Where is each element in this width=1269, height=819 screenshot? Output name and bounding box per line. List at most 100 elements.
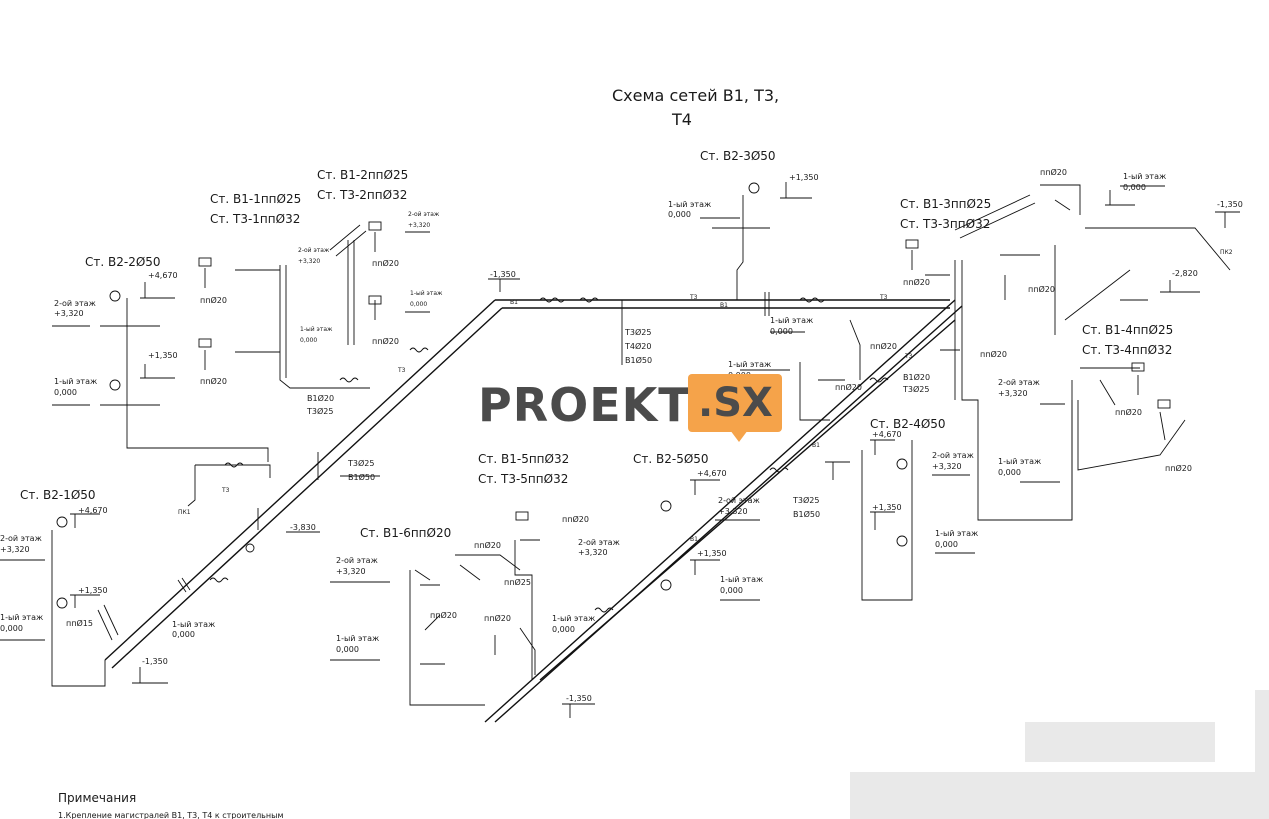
riser-b2-1: Ст. В2-1Ø50 [20, 488, 96, 502]
level-b2-1-floor2: 2-ой этаж [0, 534, 42, 543]
level-b2-5-p4670: +4,670 [697, 469, 727, 478]
riser-t3-5: Ст. Т3-5ппØ32 [478, 472, 568, 486]
level-r5-floor1: 1-ый этаж [552, 614, 595, 623]
pipe-t4-20-a: Т4Ø20 [624, 341, 651, 351]
level-trunk-m1350: -1,350 [490, 270, 516, 279]
level-b2-2-zero: 0,000 [54, 388, 77, 397]
branch-b2-3 [700, 182, 812, 300]
point-pk1: ПК1 [178, 509, 191, 516]
blurred-stamp-top [1025, 722, 1215, 762]
level-marks-r2 [405, 231, 430, 313]
level-b2-1-floor1: 1-ый этаж [0, 613, 43, 622]
level-c2-floor1: 1-ый этаж [728, 360, 771, 369]
level-tr-zero: 0,000 [1123, 183, 1146, 192]
riser-b2-5-graphic [660, 479, 760, 601]
level-c-floor1: 1-ый этаж [770, 316, 813, 325]
pipe-t3-25-mid: Т3Ø25 [347, 458, 374, 468]
level-m3830: -3,830 [290, 523, 316, 532]
level-b2-4-zero: 0,000 [935, 540, 958, 549]
level-b2-2-floor1: 1-ый этаж [54, 377, 97, 386]
tag-t3-a: Т3 [689, 294, 698, 301]
pipe-pp20-r5b: ппØ20 [474, 540, 501, 550]
level-r4-zero: 0,000 [998, 468, 1021, 477]
level-b2-1-floor1b: 1-ый этаж [172, 620, 215, 629]
pipe-pp20-r1b: ппØ20 [200, 376, 227, 386]
level-b2-4-p4670: +4,670 [872, 430, 902, 439]
center-fixtures [740, 319, 960, 421]
riser-b1-5: Ст. В1-5ппØ32 [478, 452, 569, 466]
level-c-zero: 0,000 [770, 327, 793, 336]
tag-b1-b: В1 [720, 302, 728, 309]
level-r1-zero: 0,000 [300, 337, 317, 344]
top-right-fixtures [1040, 184, 1240, 335]
point-pk2: ПК2 [1220, 249, 1233, 256]
notes-line1: 1.Крепление магистралей В1, Т3, Т4 к стр… [58, 811, 283, 819]
level-r4-p3320: +3,320 [998, 389, 1028, 398]
level-b2-4-p1350: +1,350 [872, 503, 902, 512]
tag-b1-c: В1 [690, 536, 698, 543]
watermark-badge-tip [730, 430, 748, 442]
riser-b1-1: Ст. В1-1ппØ25 [210, 192, 301, 206]
level-b2-4-floor1: 1-ый этаж [935, 529, 978, 538]
level-b2-5-zero: 0,000 [720, 586, 743, 595]
pipe-b1-50-mid: В1Ø50 [348, 472, 375, 482]
tag-t3-d: Т3 [221, 487, 230, 494]
riser-group-2 [329, 221, 382, 345]
level-b2-5-p1350: +1,350 [697, 549, 727, 558]
level-b2-3-p1350: +1,350 [789, 173, 819, 182]
level-r6-floor1: 1-ый этаж [336, 634, 379, 643]
pipe-pp20-c1: ппØ20 [835, 382, 862, 392]
riser-group-4 [1020, 362, 1186, 520]
pipe-pp20-r2b: ппØ20 [372, 336, 399, 346]
level-tr-floor1: 1-ый этаж [1123, 172, 1166, 181]
pipe-pp20-r4b: ппØ20 [1165, 463, 1192, 473]
level-r6-zero: 0,000 [336, 645, 359, 654]
scheme-title-line2: Т4 [671, 110, 692, 129]
level-b2-1-zerob: 0,000 [172, 630, 195, 639]
tag-t3-e: Т3 [904, 353, 913, 360]
pipe-pp15: ппØ15 [66, 618, 93, 628]
level-r1-floor2: 2-ой этаж [298, 247, 330, 254]
level-b2-2-floor2: 2-ой этаж [54, 299, 96, 308]
level-r2-floor2: 2-ой этаж [408, 211, 440, 218]
level-b2-3-zero: 0,000 [668, 210, 691, 219]
riser-group-6 [330, 569, 485, 706]
pipe-pp20-r4a: ппØ20 [1115, 407, 1142, 417]
pipe-pp20-r2a: ппØ20 [372, 258, 399, 268]
level-b2-1-zero: 0,000 [0, 624, 23, 633]
level-mark-center [562, 703, 595, 718]
level-b2-5-floor1: 1-ый этаж [720, 575, 763, 584]
branch-pk1 [187, 452, 380, 553]
main-trunk-center [484, 299, 963, 723]
level-r6-p3320: +3,320 [336, 567, 366, 576]
pipe-t3-25-r1: Т3Ø25 [306, 406, 333, 416]
riser-b2-4: Ст. В2-4Ø50 [870, 417, 946, 431]
level-r2-floor1: 1-ый этаж [410, 290, 443, 297]
riser-t3-1: Ст. Т3-1ппØ32 [210, 212, 300, 226]
riser-b1-4: Ст. В1-4ппØ25 [1082, 323, 1173, 337]
pipe-pp20-r1a: ппØ20 [200, 295, 227, 305]
level-r1-floor1: 1-ый этаж [300, 326, 333, 333]
tag-t3-c: Т3 [397, 367, 406, 374]
riser-t3-3: Ст. Т3-3ппØ32 [900, 217, 990, 231]
level-b2-4-p3320: +3,320 [932, 462, 962, 471]
level-b2-1-m1350: -1,350 [142, 657, 168, 666]
level-b2-4-floor2: 2-ой этаж [932, 451, 974, 460]
level-r4-floor1: 1-ый этаж [998, 457, 1041, 466]
level-b2-1-p4670: +4,670 [78, 506, 108, 515]
pipe-pp20-r5c: ппØ20 [484, 613, 511, 623]
pipe-t3-25-c: Т3Ø25 [902, 384, 929, 394]
pipe-pp20-tr: ппØ20 [1040, 167, 1067, 177]
pipe-b1-20-r1: В1Ø20 [307, 393, 334, 403]
riser-group-3 [905, 194, 1073, 521]
level-center-m1350: -1,350 [566, 694, 592, 703]
level-r5-p3320: +3,320 [578, 548, 608, 557]
level-b2-3-floor1: 1-ый этаж [668, 200, 711, 209]
pipe-pp20-r5a: ппØ20 [562, 514, 589, 524]
tag-b1-a: В1 [510, 299, 518, 306]
level-tr-m2820: -2,820 [1172, 269, 1198, 278]
riser-group-5 [455, 511, 540, 680]
riser-b2-1-graphic [0, 513, 168, 687]
scheme-title-line1: Схема сетей В1, Т3, [612, 86, 779, 105]
